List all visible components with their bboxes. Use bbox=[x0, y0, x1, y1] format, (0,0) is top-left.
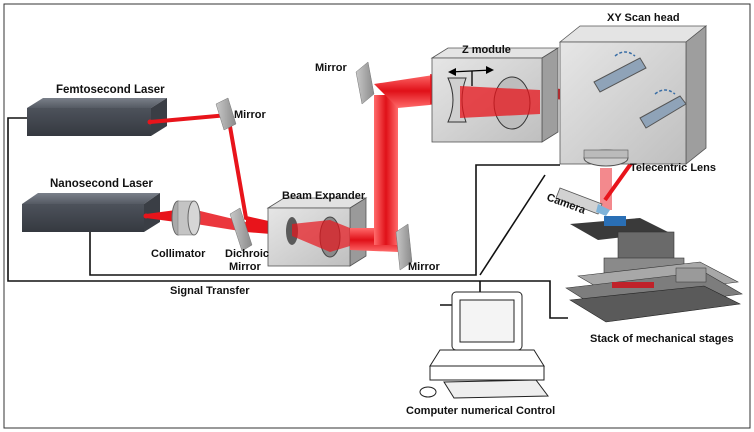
label-mirror-left: Mirror bbox=[315, 62, 348, 74]
label-mirror-top: Mirror bbox=[234, 109, 267, 121]
label-beam-expander: Beam Expander bbox=[282, 190, 366, 202]
label-z-module: Z module bbox=[462, 44, 511, 56]
label-dichroic-2: Mirror bbox=[229, 261, 262, 273]
label-signal-transfer: Signal Transfer bbox=[170, 285, 250, 297]
collimator bbox=[171, 200, 201, 236]
label-telecentric-lens: Telecentric Lens bbox=[630, 162, 716, 174]
camera bbox=[555, 187, 610, 216]
outer-frame bbox=[3, 3, 751, 429]
label-stack-stages: Stack of mechanical stages bbox=[590, 333, 734, 345]
label-femtosecond-laser: Femtosecond Laser bbox=[56, 84, 165, 96]
xy-scan-head bbox=[558, 25, 708, 167]
label-cnc: Computer numerical Control bbox=[406, 405, 555, 417]
label-collimator: Collimator bbox=[151, 248, 206, 260]
label-xy-scan-head: XY Scan head bbox=[607, 12, 680, 24]
mirror-left bbox=[355, 61, 375, 105]
femtosecond-laser bbox=[27, 98, 167, 136]
z-module bbox=[430, 47, 560, 143]
label-nanosecond-laser: Nanosecond Laser bbox=[50, 178, 153, 190]
dichroic-mirror bbox=[229, 207, 253, 252]
label-dichroic-1: Dichroic bbox=[225, 248, 269, 260]
mirror-top bbox=[215, 97, 237, 131]
nanosecond-laser bbox=[22, 193, 160, 232]
mirror-bottom bbox=[395, 223, 413, 271]
mechanical-stage-stack bbox=[565, 216, 743, 323]
computer bbox=[419, 291, 549, 399]
label-mirror-bottom: Mirror bbox=[408, 261, 441, 273]
